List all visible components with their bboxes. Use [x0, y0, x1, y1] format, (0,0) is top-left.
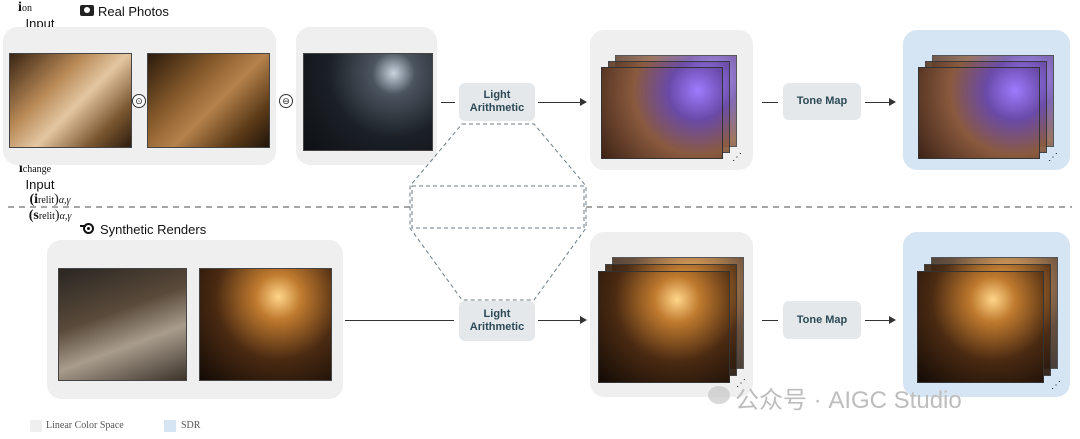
connector-line: [441, 102, 455, 103]
hadamard-operator: ⊙: [132, 94, 146, 108]
camera-icon: [80, 5, 94, 16]
arrow-head: [889, 316, 896, 324]
arrow-line: [865, 102, 891, 103]
render-ambient: [58, 268, 187, 381]
input-label: Input: [25, 177, 55, 192]
label-s-relit: (srelit)α,γ: [28, 208, 72, 223]
more-dots: ⋰: [732, 152, 742, 163]
wechat-icon: [708, 386, 730, 404]
photo-light-change: [303, 53, 433, 151]
sdr-photo: [918, 67, 1040, 159]
legend-label-linear: Linear Color Space: [46, 420, 124, 431]
connector-line: [762, 320, 778, 321]
legend-label-sdr: SDR: [181, 420, 201, 431]
relit-render: [598, 271, 730, 383]
label-i-relit: (irelit)α,γ: [29, 192, 71, 207]
subtract-operator: ⊖: [279, 94, 293, 108]
section-title-real-photos: Real Photos: [98, 4, 169, 19]
arrow-head: [889, 98, 896, 106]
label-i-on: ion: [18, 0, 32, 15]
connector-line: [762, 102, 778, 103]
section-title-synthetic: Synthetic Renders: [100, 222, 207, 237]
tone-map-box-bottom: Tone Map: [783, 301, 861, 339]
render-light-change: [199, 268, 332, 381]
arrow-head: [580, 316, 587, 324]
more-dots: ⋰: [736, 378, 746, 389]
sdr-render: [917, 271, 1044, 383]
more-dots: ⋰: [1051, 380, 1061, 391]
arrow-line: [538, 102, 582, 103]
photo-lights-on: [9, 53, 132, 148]
legend-swatch-sdr: [164, 420, 176, 432]
legend-swatch-linear: [30, 420, 42, 432]
arrow-line: [865, 320, 891, 321]
blender-icon: [80, 222, 96, 235]
arrow-line: [538, 320, 582, 321]
more-dots: ⋰: [1048, 152, 1058, 163]
label-i-change: ichange: [18, 161, 52, 176]
relit-photo: [601, 67, 723, 159]
photo-lights-off: [147, 53, 270, 148]
light-arithmetic-box-top: Light Arithmetic: [459, 83, 535, 121]
connector-line: [345, 320, 454, 321]
light-arithmetic-box-bottom: Light Arithmetic: [459, 301, 535, 341]
watermark: 公众号 · AIGC Studio: [735, 387, 962, 414]
tone-map-box-top: Tone Map: [783, 83, 861, 120]
arrow-head: [580, 98, 587, 106]
